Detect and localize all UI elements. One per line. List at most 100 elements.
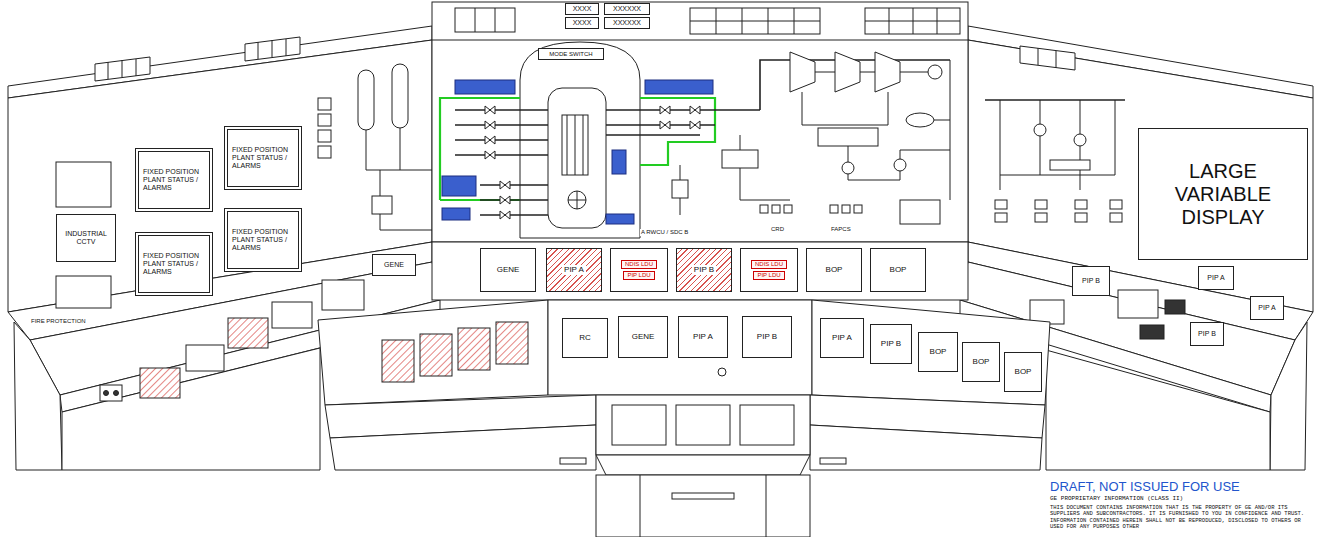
screen-label: FIXED POSITION PLANT STATUS / ALARMS	[143, 168, 205, 192]
pipe-line	[455, 139, 548, 141]
screen-label: LARGE VARIABLE DISPLAY	[1139, 160, 1307, 229]
shaft-line	[815, 72, 835, 73]
pipe-line	[455, 154, 548, 156]
condenser-symbol	[818, 128, 878, 146]
console-screen: PIP B	[870, 324, 912, 364]
hatched-screen	[458, 328, 490, 370]
mode-switch-box: MODE SWITCH	[538, 48, 604, 60]
draft-watermark: DRAFT, NOT ISSUED FOR USE	[1050, 480, 1240, 495]
valve-symbol	[500, 181, 510, 189]
console-drawer	[820, 458, 846, 464]
reactor-core	[562, 115, 588, 175]
heater-symbol	[906, 113, 934, 127]
pump-symbol	[842, 162, 854, 174]
pipe-line	[480, 214, 548, 216]
board-screen-strip	[432, 242, 968, 300]
console-screen: BOP	[962, 342, 1000, 382]
ldu-tag: NDIS LDU	[621, 260, 657, 269]
turbine-symbol	[875, 52, 900, 92]
screen-label: BOP	[826, 265, 843, 274]
screen-label: XXXX	[573, 19, 592, 27]
indicator-square	[1075, 200, 1087, 209]
status-grid-display	[455, 8, 515, 32]
grid-line	[108, 62, 109, 79]
valve-symbol	[485, 151, 495, 159]
vertical-board	[432, 2, 968, 242]
indicator-square	[854, 205, 862, 213]
pipe-line	[1115, 100, 1116, 175]
ldu-tag: NDIS LDU	[751, 260, 787, 269]
console-right-top	[812, 300, 1050, 405]
screen-label: BOP	[890, 265, 907, 274]
turbine-symbol	[790, 52, 815, 92]
grid-line	[286, 39, 287, 56]
desk-screen	[740, 405, 794, 445]
pipe-line	[366, 128, 400, 170]
console-screen: BOP	[918, 332, 958, 372]
screen-label: PIP A	[1258, 304, 1275, 312]
valve-symbol	[485, 121, 495, 129]
mimic-label: FAPCS	[830, 226, 852, 233]
blue-indicator-bank	[442, 208, 470, 220]
console-left-top	[318, 300, 548, 405]
screen-label: XXXXXX	[613, 19, 641, 27]
status-grid-display	[1020, 46, 1075, 70]
indicator-square	[830, 205, 838, 213]
console-screen: RC	[562, 318, 608, 358]
indicator-square	[842, 205, 850, 213]
pipe-line	[1000, 175, 1115, 176]
pipe-line	[455, 124, 548, 126]
console-right-base	[810, 425, 1042, 470]
core-line	[583, 115, 584, 175]
pump-symbol	[894, 159, 906, 171]
vessel-symbol	[568, 191, 586, 209]
screen-label: GENE	[632, 332, 655, 341]
tank-symbol	[358, 70, 374, 130]
status-grid-display	[690, 8, 820, 34]
screen-label: GENE	[497, 265, 520, 274]
grid-line	[122, 60, 123, 77]
grid-line	[495, 8, 496, 32]
screen-label: INDUSTRIAL CCTV	[57, 230, 115, 246]
disclaimer-note: THIS DOCUMENT CONTAINS INFORMATION THAT …	[1050, 505, 1316, 530]
pipe-line	[606, 134, 700, 136]
grid-line	[865, 21, 960, 22]
console-screen: GENE	[618, 316, 668, 358]
console-screen: PIP A	[1198, 266, 1234, 290]
indicator-square	[995, 213, 1007, 222]
readout-box: XXXXXX	[604, 3, 650, 15]
supervisor-desk-base	[596, 475, 810, 537]
screen-label: XXXX	[573, 5, 592, 13]
pipe-line	[950, 60, 951, 200]
screen-label: PIP B	[1198, 330, 1216, 338]
valve-symbol	[690, 121, 700, 129]
vessel-symbol-line	[577, 191, 578, 209]
screen-label: BOP	[1015, 367, 1032, 376]
console-screen: PIP B	[742, 316, 792, 358]
empty-display-frame	[56, 276, 111, 308]
console-screen: PIP B	[1190, 322, 1224, 346]
valve-symbol	[690, 106, 700, 114]
screen-label: PIP B	[692, 265, 716, 274]
component-box	[900, 200, 940, 224]
console-screen: PIP B	[1072, 266, 1110, 296]
ldu-tag: PIP LDU	[753, 271, 784, 280]
screen-label: PIP A	[562, 265, 586, 274]
indicator-square	[772, 205, 780, 213]
blue-indicator-bank	[455, 80, 515, 94]
screen-label: RC	[579, 333, 591, 342]
indicator-square	[1110, 200, 1122, 209]
indicator-square	[1075, 213, 1087, 222]
pipe-line	[934, 120, 950, 121]
console-left-base	[330, 425, 596, 470]
pump-symbol	[1034, 124, 1046, 136]
hatched-screen: PIP A	[546, 248, 602, 292]
status-grid-display	[95, 57, 150, 81]
board-screen: BOP	[870, 248, 926, 292]
grid-line	[1056, 51, 1057, 68]
core-line	[567, 115, 568, 175]
mimic-label: A RWCU / SDC B	[640, 229, 689, 236]
indicator-square	[1035, 213, 1047, 222]
pipe-line	[985, 99, 1125, 101]
desk-screen	[612, 405, 666, 445]
